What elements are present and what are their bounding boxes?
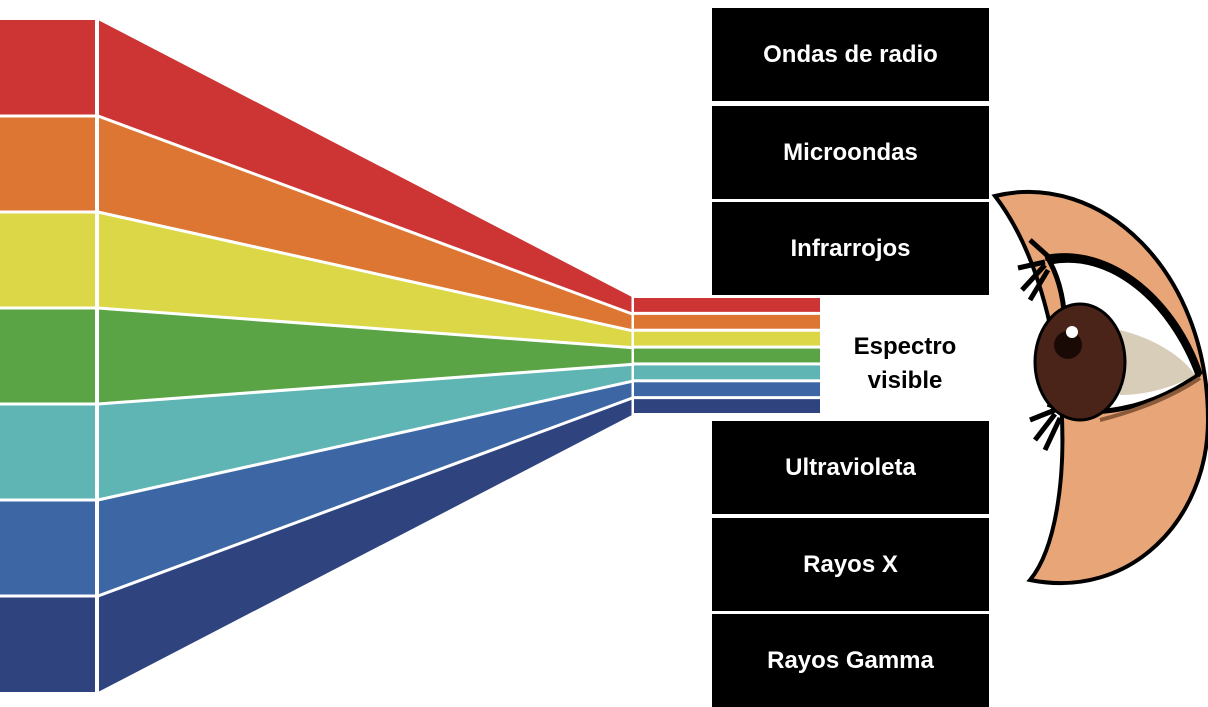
- visible-bar-2: [634, 331, 820, 346]
- visible-bar-6: [634, 399, 820, 413]
- ray-block-1: [0, 116, 95, 212]
- band-label-microwave: Microondas: [712, 106, 989, 199]
- ray-block-3: [0, 308, 95, 404]
- band-label-xray: Rayos X: [712, 518, 989, 611]
- ray-5: [98, 381, 632, 596]
- ray-block-0: [0, 20, 95, 116]
- ray-block-5: [0, 500, 95, 596]
- color-rays: [0, 20, 635, 692]
- visible-bar-0: [634, 298, 820, 312]
- visible-bar-5: [634, 382, 820, 397]
- visible-spectrum-label: Espectro visible: [853, 333, 957, 394]
- ray-2: [98, 212, 632, 348]
- ray-4: [98, 364, 632, 500]
- band-label-infrared: Infrarrojos: [712, 202, 989, 295]
- ray-block-6: [0, 596, 95, 692]
- band-label-gamma: Rayos Gamma: [712, 614, 989, 707]
- band-label-radio: Ondas de radio: [712, 8, 989, 101]
- visible-bar-3: [634, 348, 820, 363]
- ray-1: [98, 116, 632, 331]
- ray-0: [98, 20, 632, 314]
- ray-3: [98, 308, 632, 404]
- ray-block-4: [0, 404, 95, 500]
- ray-6: [98, 398, 632, 692]
- ray-block-2: [0, 212, 95, 308]
- eye-icon: [991, 189, 1208, 586]
- visible-spectrum-bars: [634, 298, 820, 413]
- visible-bar-1: [634, 314, 820, 329]
- band-label-ultraviolet: Ultravioleta: [712, 421, 989, 514]
- visible-bar-4: [634, 365, 820, 380]
